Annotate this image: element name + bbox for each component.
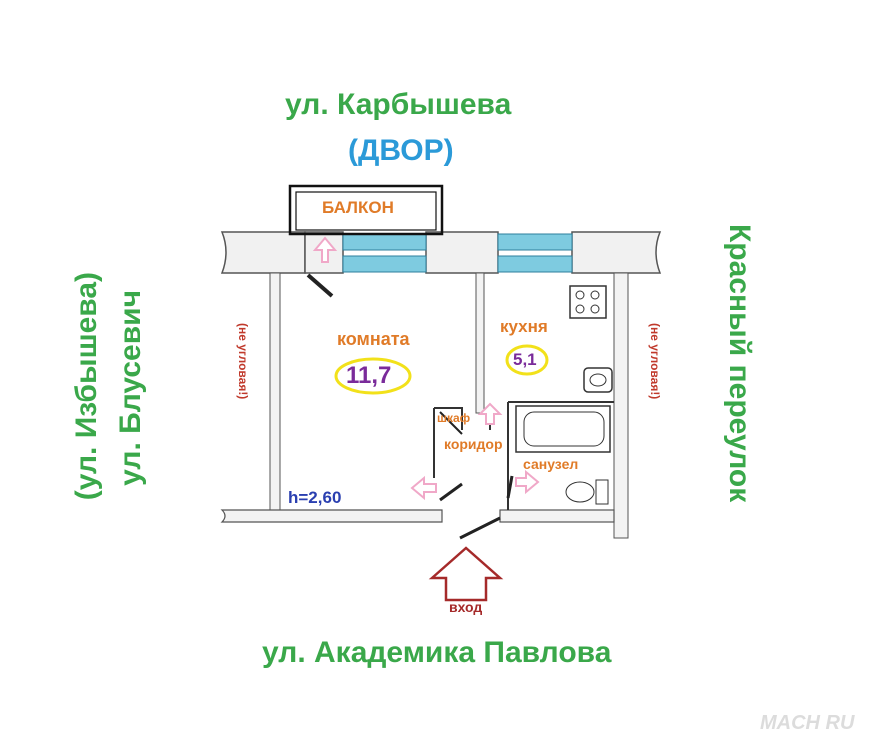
room-door [439,482,463,502]
kitchen-label: кухня [500,317,548,336]
exterior-wall-top [220,231,662,274]
entrance-label: вход [449,599,483,615]
bathroom-label: санузел [523,456,579,472]
room-area-ring [334,357,412,395]
entrance-door [459,516,501,540]
room-area: 11,7 [346,362,392,389]
closet-label: шкаф [437,411,471,425]
street-top: ул. Карбышева [285,88,512,121]
ceiling-height: h=2,60 [288,488,342,507]
balcony-door [306,273,334,298]
stove-icon [569,285,607,319]
street-right: Красный переулок [723,224,756,503]
kitchen-area-ring [505,344,549,376]
balcony [288,184,444,236]
window-room [342,233,427,273]
bathtub-icon [515,405,611,453]
toilet-icon [565,479,609,505]
kitchen-sink-icon [583,367,613,393]
wall-bottom [220,509,615,523]
room-label: комната [337,329,410,349]
wall-left [269,272,281,514]
kitchen-area: 5,1 [513,350,537,369]
balcony-label: БАЛКОН [322,198,394,217]
street-bottom: ул. Академика Павлова [262,636,612,669]
arrow-icon [312,236,540,501]
wall-partition [475,272,485,414]
yard-note: (ДВОР) [348,134,454,167]
wall-right [613,272,629,539]
corridor-label: коридор [444,436,503,452]
entrance-arrow-icon [428,546,504,602]
window-kitchen [497,233,573,273]
closet-door [439,411,463,435]
bath-door [506,475,514,499]
watermark-logo: MACH RU [760,712,855,734]
corner-note-right: (не угловая!) [648,323,662,400]
corner-note-left: (не угловая!) [236,323,250,400]
